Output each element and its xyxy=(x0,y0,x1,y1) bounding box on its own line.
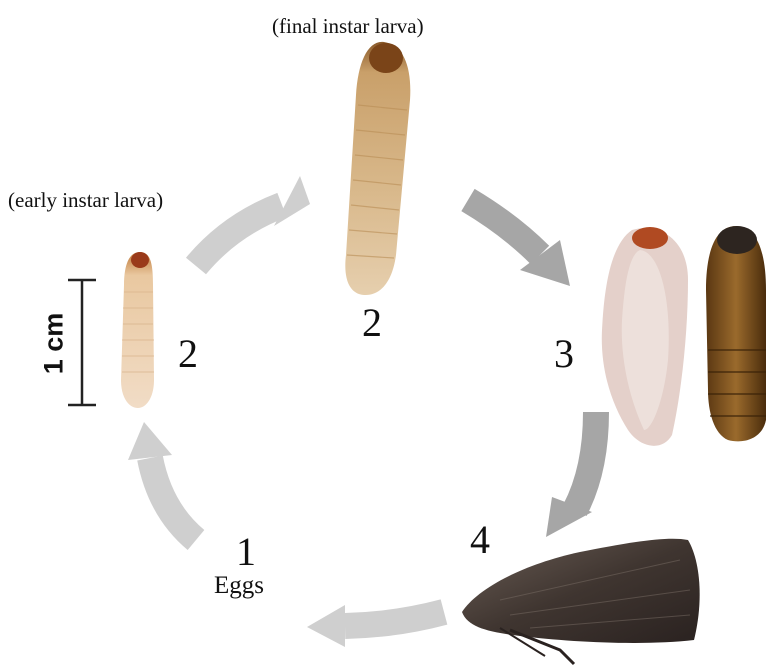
arrow-to-moth xyxy=(546,412,596,537)
early-instar-larva xyxy=(121,252,154,408)
final-instar-larva xyxy=(345,42,410,295)
pupa xyxy=(706,226,766,441)
stage-number-final-larva: 2 xyxy=(362,303,382,343)
arrow-to-early-larva xyxy=(128,422,196,540)
arrow-to-eggs xyxy=(307,605,444,647)
stage-number-early-larva: 2 xyxy=(178,334,198,374)
cocoon xyxy=(602,227,688,446)
stage-number-adult: 4 xyxy=(470,520,490,560)
arrow-to-pupa xyxy=(468,200,570,286)
final-instar-label: (final instar larva) xyxy=(272,14,424,39)
eggs-label: Eggs xyxy=(214,572,264,600)
arrow-to-final-larva xyxy=(196,176,310,266)
scale-bar-label: 1 cm xyxy=(39,304,70,384)
adult-moth xyxy=(462,539,700,664)
stage-number-pupa: 3 xyxy=(554,334,574,374)
early-instar-label: (early instar larva) xyxy=(8,188,163,213)
scale-bar xyxy=(68,280,96,405)
stage-number-eggs: 1 xyxy=(236,532,256,572)
